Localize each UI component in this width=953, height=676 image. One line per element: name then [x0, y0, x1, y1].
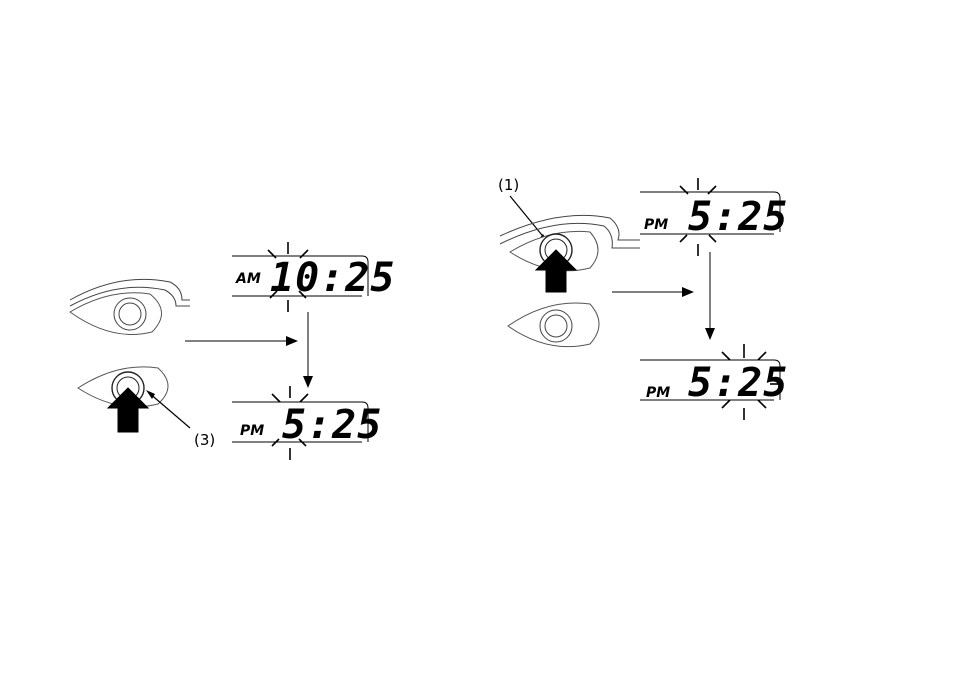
right-horizontal-arrow-icon	[612, 287, 694, 297]
time-readout: 5:25	[688, 360, 788, 406]
left-panel: (3) AM 10:25 PM	[70, 242, 395, 460]
left-vertical-arrow-icon	[303, 312, 313, 388]
time-readout: 5:25	[282, 402, 382, 448]
period-indicator: PM	[646, 385, 670, 401]
period-indicator: AM	[235, 271, 261, 287]
left-upper-button	[70, 279, 190, 334]
callout-label-3: (3)	[194, 431, 215, 449]
callout-pointer-icon	[146, 390, 190, 428]
period-indicator: PM	[240, 423, 264, 439]
right-panel: (1) PM	[498, 176, 788, 420]
left-horizontal-arrow-icon	[185, 336, 298, 346]
time-readout: 5:25	[688, 194, 788, 240]
time-readout: 10:25	[270, 255, 395, 301]
right-display-before: PM 5:25	[640, 192, 788, 240]
right-display-after: PM 5:25	[640, 360, 788, 406]
right-upper-button	[500, 215, 640, 270]
right-lower-button	[508, 303, 599, 347]
left-display-after: PM 5:25	[232, 402, 382, 448]
right-vertical-arrow-icon	[705, 252, 715, 340]
callout-label-1: (1)	[498, 176, 519, 194]
period-indicator: PM	[644, 217, 668, 233]
left-display-before: AM 10:25	[232, 255, 395, 301]
